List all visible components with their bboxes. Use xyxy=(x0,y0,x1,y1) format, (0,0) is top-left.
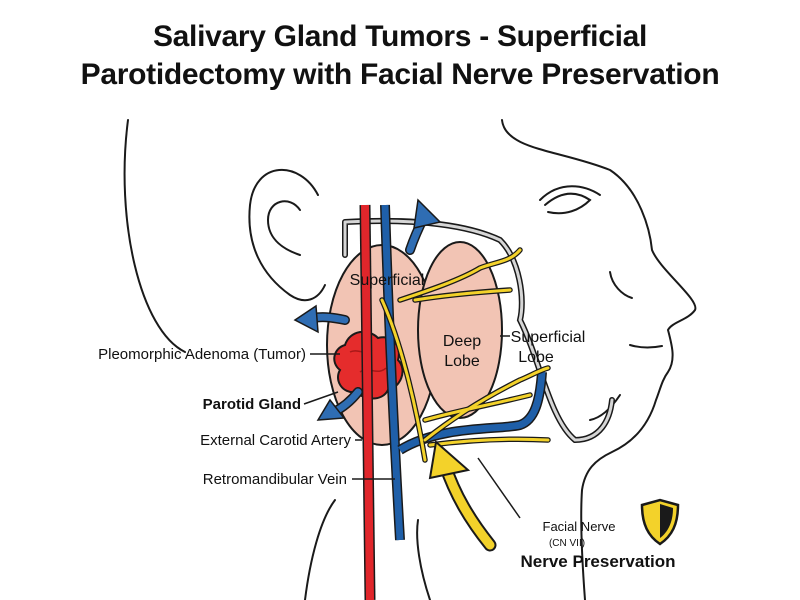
neck-front-line xyxy=(416,519,431,600)
label-retromandibular-vein: Retromandibular Vein xyxy=(203,471,347,488)
label-external-carotid-artery: External Carotid Artery xyxy=(200,432,351,449)
label-facial-nerve: Facial Nerve xyxy=(543,519,616,534)
label-cn-vii: (CN VII) xyxy=(549,538,585,549)
nostril-line xyxy=(609,271,633,299)
leader-lines xyxy=(303,335,521,519)
shield-icon xyxy=(640,498,680,546)
dissection-arrows xyxy=(293,198,442,421)
deep-lobe-shape xyxy=(417,241,503,419)
external-carotid-artery xyxy=(359,204,376,600)
face-profile-line xyxy=(501,119,697,600)
neck-rear-line xyxy=(304,499,336,600)
label-deep-lobe-2: Lobe xyxy=(444,353,480,370)
nerve-preservation-arrow-icon xyxy=(428,440,497,552)
mouth-line xyxy=(629,344,663,349)
eye-lid xyxy=(539,185,601,201)
label-superficial: Superficial xyxy=(350,272,425,289)
chin-line xyxy=(589,394,621,421)
label-tumor: Pleomorphic Adenoma (Tumor) xyxy=(98,346,306,363)
eye-line xyxy=(544,192,592,215)
ear-outer xyxy=(248,169,326,302)
label-parotid-gland: Parotid Gland xyxy=(203,396,301,413)
facial-nerve xyxy=(379,247,551,463)
ear-inner xyxy=(266,200,301,256)
head-outline xyxy=(123,119,697,600)
label-deep-lobe-1: Deep xyxy=(443,333,481,350)
neck-back-line xyxy=(123,119,186,353)
label-superficial-lobe-1: Superficial xyxy=(511,329,586,346)
page-title: Salivary Gland Tumors - Superficial Paro… xyxy=(0,18,800,94)
label-superficial-lobe-2: Lobe xyxy=(518,349,554,366)
title-line-2: Parotidectomy with Facial Nerve Preserva… xyxy=(80,58,720,91)
title-line-1: Salivary Gland Tumors - Superficial xyxy=(152,20,648,53)
jaw-outline xyxy=(342,217,615,444)
label-nerve-preservation: Nerve Preservation xyxy=(521,552,676,571)
